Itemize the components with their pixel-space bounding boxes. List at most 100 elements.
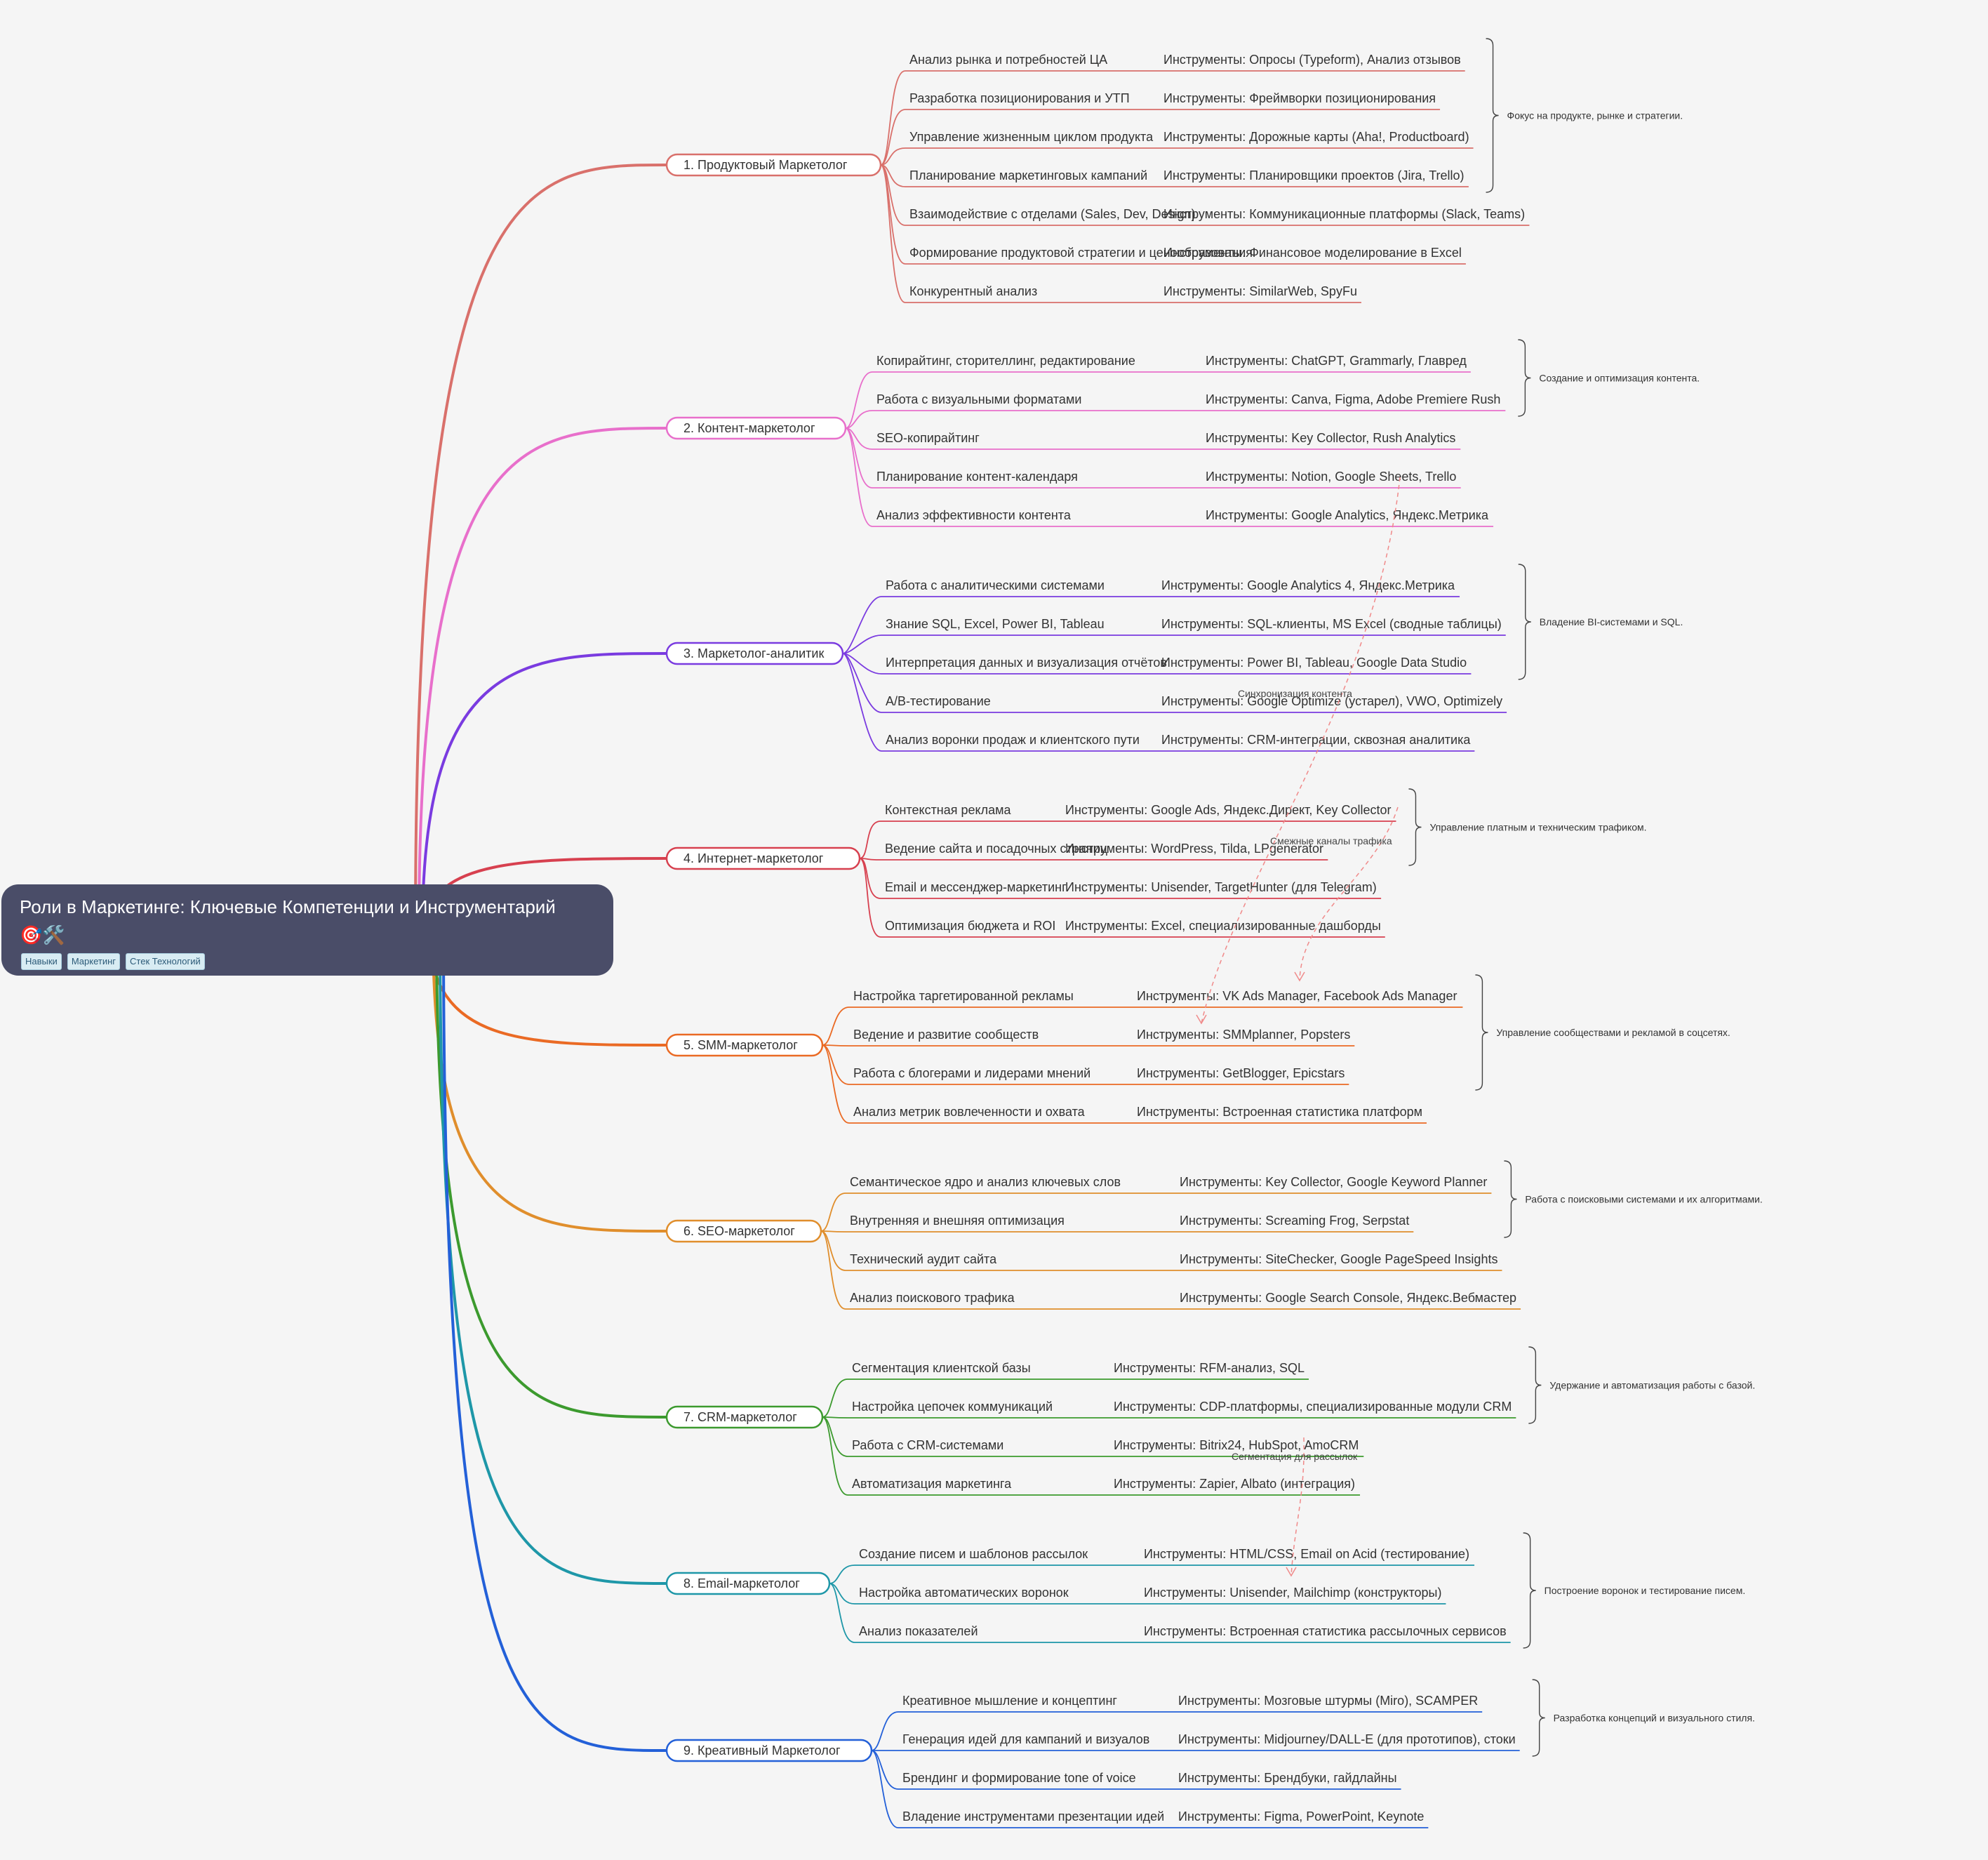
summary-brace <box>1532 1679 1545 1757</box>
tool-label: Инструменты: VK Ads Manager, Facebook Ad… <box>1137 989 1457 1003</box>
skill-connector <box>842 635 1506 654</box>
skill-connector <box>871 1750 1401 1790</box>
skill-connector <box>880 164 1361 303</box>
tool-label: Инструменты: Дорожные карты (Aha!, Produ… <box>1163 130 1469 144</box>
tool-label: Инструменты: Screaming Frog, Serpstat <box>1180 1214 1409 1228</box>
branch-label-8: 8. Email-маркетолог <box>683 1576 800 1590</box>
root-connector-8 <box>439 929 667 1585</box>
skill-label: Планирование контент-календаря <box>876 470 1078 484</box>
skill-connector <box>880 164 1469 187</box>
skill-label: Анализ воронки продаж и клиентского пути <box>886 733 1140 747</box>
summary-label[interactable]: Построение воронок и тестирование писем. <box>1545 1585 1746 1596</box>
summary-brace <box>1475 974 1488 1091</box>
summary-label[interactable]: Управление платным и техническим трафико… <box>1429 822 1646 833</box>
tool-label: Инструменты: Unisender, Mailchimp (конст… <box>1144 1586 1441 1600</box>
cross-link-3[interactable]: Сегментация для рассылок <box>1232 1437 1358 1577</box>
skill-connector <box>820 1193 1492 1232</box>
tool-label: Инструменты: WordPress, Tilda, LPgenerat… <box>1065 842 1323 856</box>
tool-label: Инструменты: Google Search Console, Янде… <box>1180 1291 1516 1305</box>
skill-row[interactable]: Интерпретация данных и визуализация отчё… <box>842 653 1472 675</box>
tool-label: Инструменты: Фреймворки позиционирования <box>1163 91 1436 105</box>
tool-label: Инструменты: Google Analytics, Яндекс.Ме… <box>1206 508 1489 522</box>
summary-label[interactable]: Создание и оптимизация контента. <box>1539 373 1700 384</box>
skill-connector <box>845 427 1494 527</box>
skill-row[interactable]: Email и мессенджер-маркетингИнструменты:… <box>859 858 1382 899</box>
tool-label: Инструменты: Midjourney/DALL-E (для прот… <box>1178 1732 1516 1746</box>
tool-label: Инструменты: Excel, специализированные д… <box>1065 919 1381 933</box>
skill-label: Настройка цепочек коммуникаций <box>852 1400 1053 1414</box>
summary-label[interactable]: Разработка концепций и визуального стиля… <box>1554 1713 1755 1724</box>
summary-label[interactable]: Управление сообществами и рекламой в соц… <box>1496 1027 1730 1038</box>
summary-label[interactable]: Владение BI-системами и SQL. <box>1540 616 1683 627</box>
tag-tech-stack[interactable]: Стек Технологий <box>126 953 205 970</box>
skill-label: Внутренняя и внешняя оптимизация <box>850 1214 1065 1228</box>
tool-label: Инструменты: Мозговые штурмы (Miro), SCA… <box>1178 1694 1478 1708</box>
summary-brace <box>1518 339 1531 417</box>
summary-label[interactable]: Работа с поисковыми системами и их алгор… <box>1525 1194 1762 1205</box>
skill-connector <box>820 1230 1502 1271</box>
cross-link-1[interactable]: Синхронизация контента <box>1196 477 1401 1025</box>
skill-row[interactable]: Креативное мышление и концептинг Инструме… <box>871 1694 1483 1751</box>
root-topic[interactable]: Роли в Маркетинге: Ключевые Компетенции … <box>1 884 613 976</box>
tag-skills[interactable]: Навыки <box>21 953 62 970</box>
cross-link-2[interactable]: Смежные каналы трафика <box>1270 806 1399 982</box>
skill-row[interactable]: Семантическое ядро и анализ ключевых сло… <box>820 1175 1492 1232</box>
skill-label: Конкурентный анализ <box>909 284 1037 298</box>
skill-connector <box>822 1416 1364 1457</box>
skill-connector <box>859 821 1396 859</box>
tool-label: Инструменты: Встроенная статистика платф… <box>1137 1105 1422 1119</box>
skill-row[interactable]: Анализ воронки продаж и клиентского пути… <box>842 653 1475 752</box>
root-connector-2 <box>418 427 667 931</box>
summary-label[interactable]: Фокус на продукте, рынке и стратегии. <box>1507 110 1683 121</box>
tool-label: Инструменты: Key Collector, Google Keywo… <box>1180 1175 1487 1189</box>
tool-label: Инструменты: CDP-платформы, специализиро… <box>1114 1400 1512 1414</box>
branch-label-1: 1. Продуктовый Маркетолог <box>683 158 848 172</box>
skill-row[interactable]: Взаимодействие с отделами (Sales, Dev, D… <box>880 164 1530 226</box>
tool-label: Инструменты: Брендбуки, гайдлайны <box>1178 1771 1397 1785</box>
skill-row[interactable]: Ведение сайта и посадочных страницИнстру… <box>859 842 1328 861</box>
skill-row[interactable]: Формирование продуктовой стратегии и цен… <box>880 164 1466 265</box>
skill-row[interactable]: Настройка цепочек коммуникаций Инструмент… <box>822 1400 1516 1419</box>
skill-row[interactable]: Копирайтинг, сторителлинг, редактировани… <box>845 354 1471 429</box>
tag-marketing[interactable]: Маркетинг <box>67 953 121 970</box>
skill-label: Креативное мышление и концептинг <box>902 1694 1117 1708</box>
tool-label: Инструменты: Google Analytics 4, Яндекс.… <box>1161 578 1455 592</box>
summary-label[interactable]: Удержание и автоматизация работы с базой… <box>1549 1380 1755 1391</box>
skill-row[interactable]: Внутренняя и внешняя оптимизация Инструме… <box>820 1214 1414 1233</box>
tool-label: Инструменты: Bitrix24, HubSpot, AmoCRM <box>1114 1438 1359 1452</box>
skill-label: Формирование продуктовой стратегии и цен… <box>909 246 1253 260</box>
skill-label: Знание SQL, Excel, Power BI, Tableau <box>886 617 1105 631</box>
